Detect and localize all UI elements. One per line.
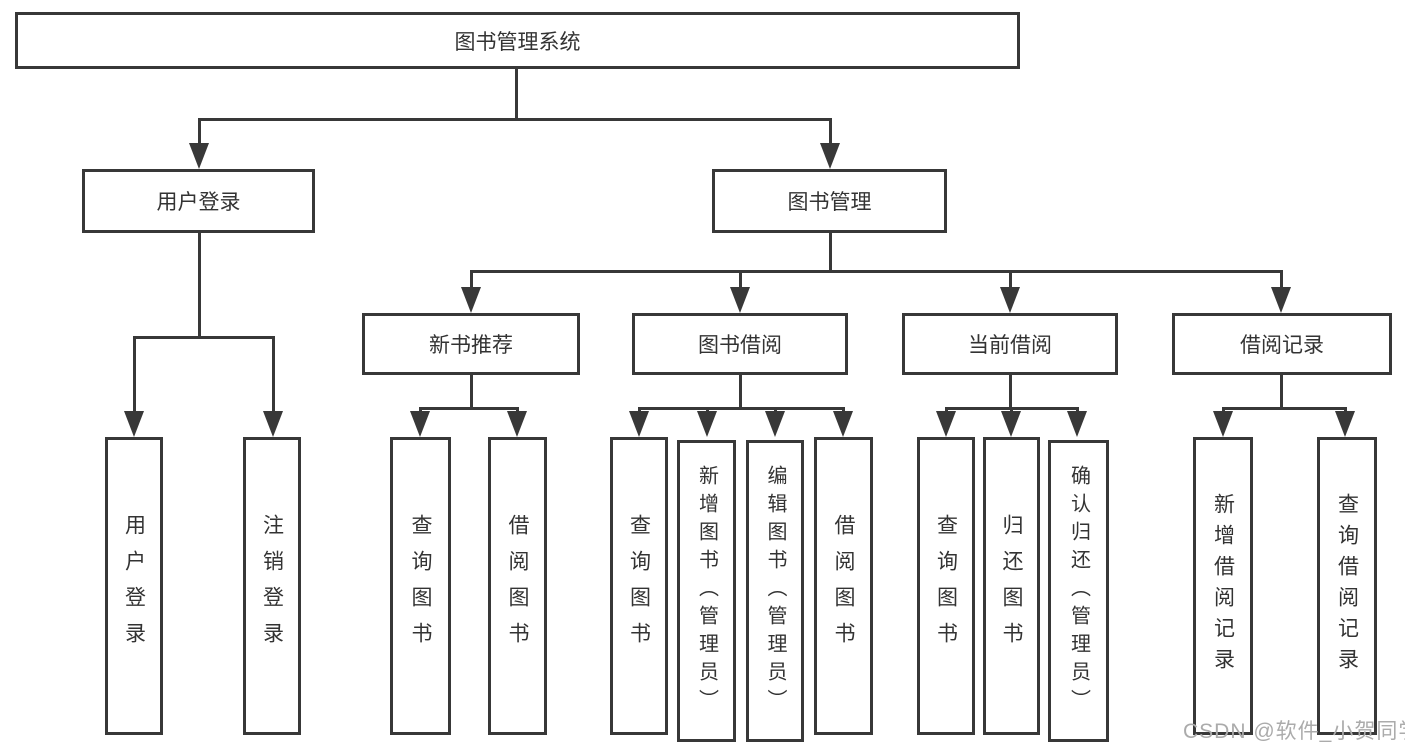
node-leaf-query-books-borrow: 查询图书 bbox=[610, 437, 668, 735]
connector-line bbox=[1280, 270, 1283, 290]
node-leaf-user-login: 用户登录 bbox=[105, 437, 163, 735]
arrow-down-icon bbox=[697, 411, 717, 437]
node-leaf-edit-books-admin: 编辑图书（管理员） bbox=[746, 440, 804, 742]
node-user-login: 用户登录 bbox=[82, 169, 315, 233]
node-leaf-user-login-label: 用户登录 bbox=[122, 514, 146, 658]
node-leaf-query-books-recommend: 查询图书 bbox=[390, 437, 451, 735]
arrow-down-icon bbox=[1335, 411, 1355, 437]
node-leaf-logout-label: 注销登录 bbox=[260, 514, 284, 658]
connector-line bbox=[470, 375, 473, 410]
node-current-borrow-label: 当前借阅 bbox=[968, 334, 1052, 357]
node-leaf-query-books-current: 查询图书 bbox=[917, 437, 975, 735]
node-new-book-recommend-label: 新书推荐 bbox=[429, 334, 513, 357]
node-book-management: 图书管理 bbox=[712, 169, 947, 233]
node-leaf-label: 新增借阅记录 bbox=[1211, 493, 1235, 679]
node-leaf-label: 编辑图书（管理员） bbox=[764, 465, 786, 717]
arrow-down-icon bbox=[189, 143, 209, 169]
arrow-down-icon bbox=[820, 143, 840, 169]
connector-line bbox=[1280, 375, 1283, 410]
node-leaf-add-borrow-record: 新增借阅记录 bbox=[1193, 437, 1253, 735]
connector-line bbox=[272, 336, 275, 414]
arrow-down-icon bbox=[1001, 411, 1021, 437]
arrow-down-icon bbox=[461, 287, 481, 313]
arrow-down-icon bbox=[730, 287, 750, 313]
node-leaf-label: 借阅图书 bbox=[832, 514, 855, 658]
connector-line bbox=[198, 233, 201, 339]
arrow-down-icon bbox=[410, 411, 430, 437]
connector-line bbox=[133, 336, 275, 339]
connector-line bbox=[739, 375, 742, 410]
node-leaf-label: 查询借阅记录 bbox=[1335, 493, 1359, 679]
arrow-down-icon bbox=[765, 411, 785, 437]
node-leaf-label: 确认归还（管理员） bbox=[1067, 465, 1090, 717]
arrow-down-icon bbox=[507, 411, 527, 437]
connector-line bbox=[470, 270, 1283, 273]
node-leaf-return-books: 归还图书 bbox=[983, 437, 1040, 735]
node-borrow-records: 借阅记录 bbox=[1172, 313, 1392, 375]
connector-line bbox=[829, 233, 832, 273]
connector-line bbox=[1222, 407, 1347, 410]
connector-line bbox=[515, 67, 518, 120]
node-leaf-label: 查询图书 bbox=[627, 514, 651, 658]
node-leaf-query-borrow-record: 查询借阅记录 bbox=[1317, 437, 1377, 735]
arrow-down-icon bbox=[1067, 411, 1087, 437]
node-leaf-add-books-admin: 新增图书（管理员） bbox=[677, 440, 736, 742]
node-book-management-label: 图书管理 bbox=[787, 191, 872, 214]
connector-line bbox=[133, 336, 136, 414]
node-leaf-label: 查询图书 bbox=[934, 514, 958, 658]
node-leaf-borrow-books-recommend: 借阅图书 bbox=[488, 437, 547, 735]
connector-line bbox=[470, 270, 473, 290]
connector-line bbox=[198, 118, 201, 146]
node-leaf-label: 借阅图书 bbox=[506, 514, 529, 658]
connector-line bbox=[829, 118, 832, 146]
node-leaf-label: 归还图书 bbox=[1000, 514, 1023, 658]
node-root: 图书管理系统 bbox=[15, 12, 1020, 69]
arrow-down-icon bbox=[936, 411, 956, 437]
node-current-borrow: 当前借阅 bbox=[902, 313, 1118, 375]
node-borrow-records-label: 借阅记录 bbox=[1240, 334, 1324, 357]
connector-line bbox=[1009, 375, 1012, 410]
connector-line bbox=[419, 407, 519, 410]
node-root-label: 图书管理系统 bbox=[454, 30, 581, 54]
watermark: CSDN @软件_小贺同学 bbox=[1183, 720, 1405, 743]
arrow-down-icon bbox=[833, 411, 853, 437]
arrow-down-icon bbox=[263, 411, 283, 437]
arrow-down-icon bbox=[629, 411, 649, 437]
node-book-borrow-label: 图书借阅 bbox=[698, 334, 782, 357]
arrow-down-icon bbox=[1271, 287, 1291, 313]
node-user-login-label: 用户登录 bbox=[156, 191, 241, 214]
connector-line bbox=[198, 118, 832, 121]
node-new-book-recommend: 新书推荐 bbox=[362, 313, 580, 375]
node-leaf-label: 新增图书（管理员） bbox=[695, 465, 718, 717]
connector-line bbox=[739, 270, 742, 290]
connector-line bbox=[1009, 270, 1012, 290]
arrow-down-icon bbox=[1213, 411, 1233, 437]
node-leaf-borrow-books: 借阅图书 bbox=[814, 437, 873, 735]
node-book-borrow: 图书借阅 bbox=[632, 313, 848, 375]
arrow-down-icon bbox=[124, 411, 144, 437]
arrow-down-icon bbox=[1000, 287, 1020, 313]
connector-line bbox=[638, 407, 845, 410]
node-leaf-logout: 注销登录 bbox=[243, 437, 301, 735]
node-leaf-confirm-return-admin: 确认归还（管理员） bbox=[1048, 440, 1109, 742]
node-leaf-label: 查询图书 bbox=[409, 514, 432, 658]
